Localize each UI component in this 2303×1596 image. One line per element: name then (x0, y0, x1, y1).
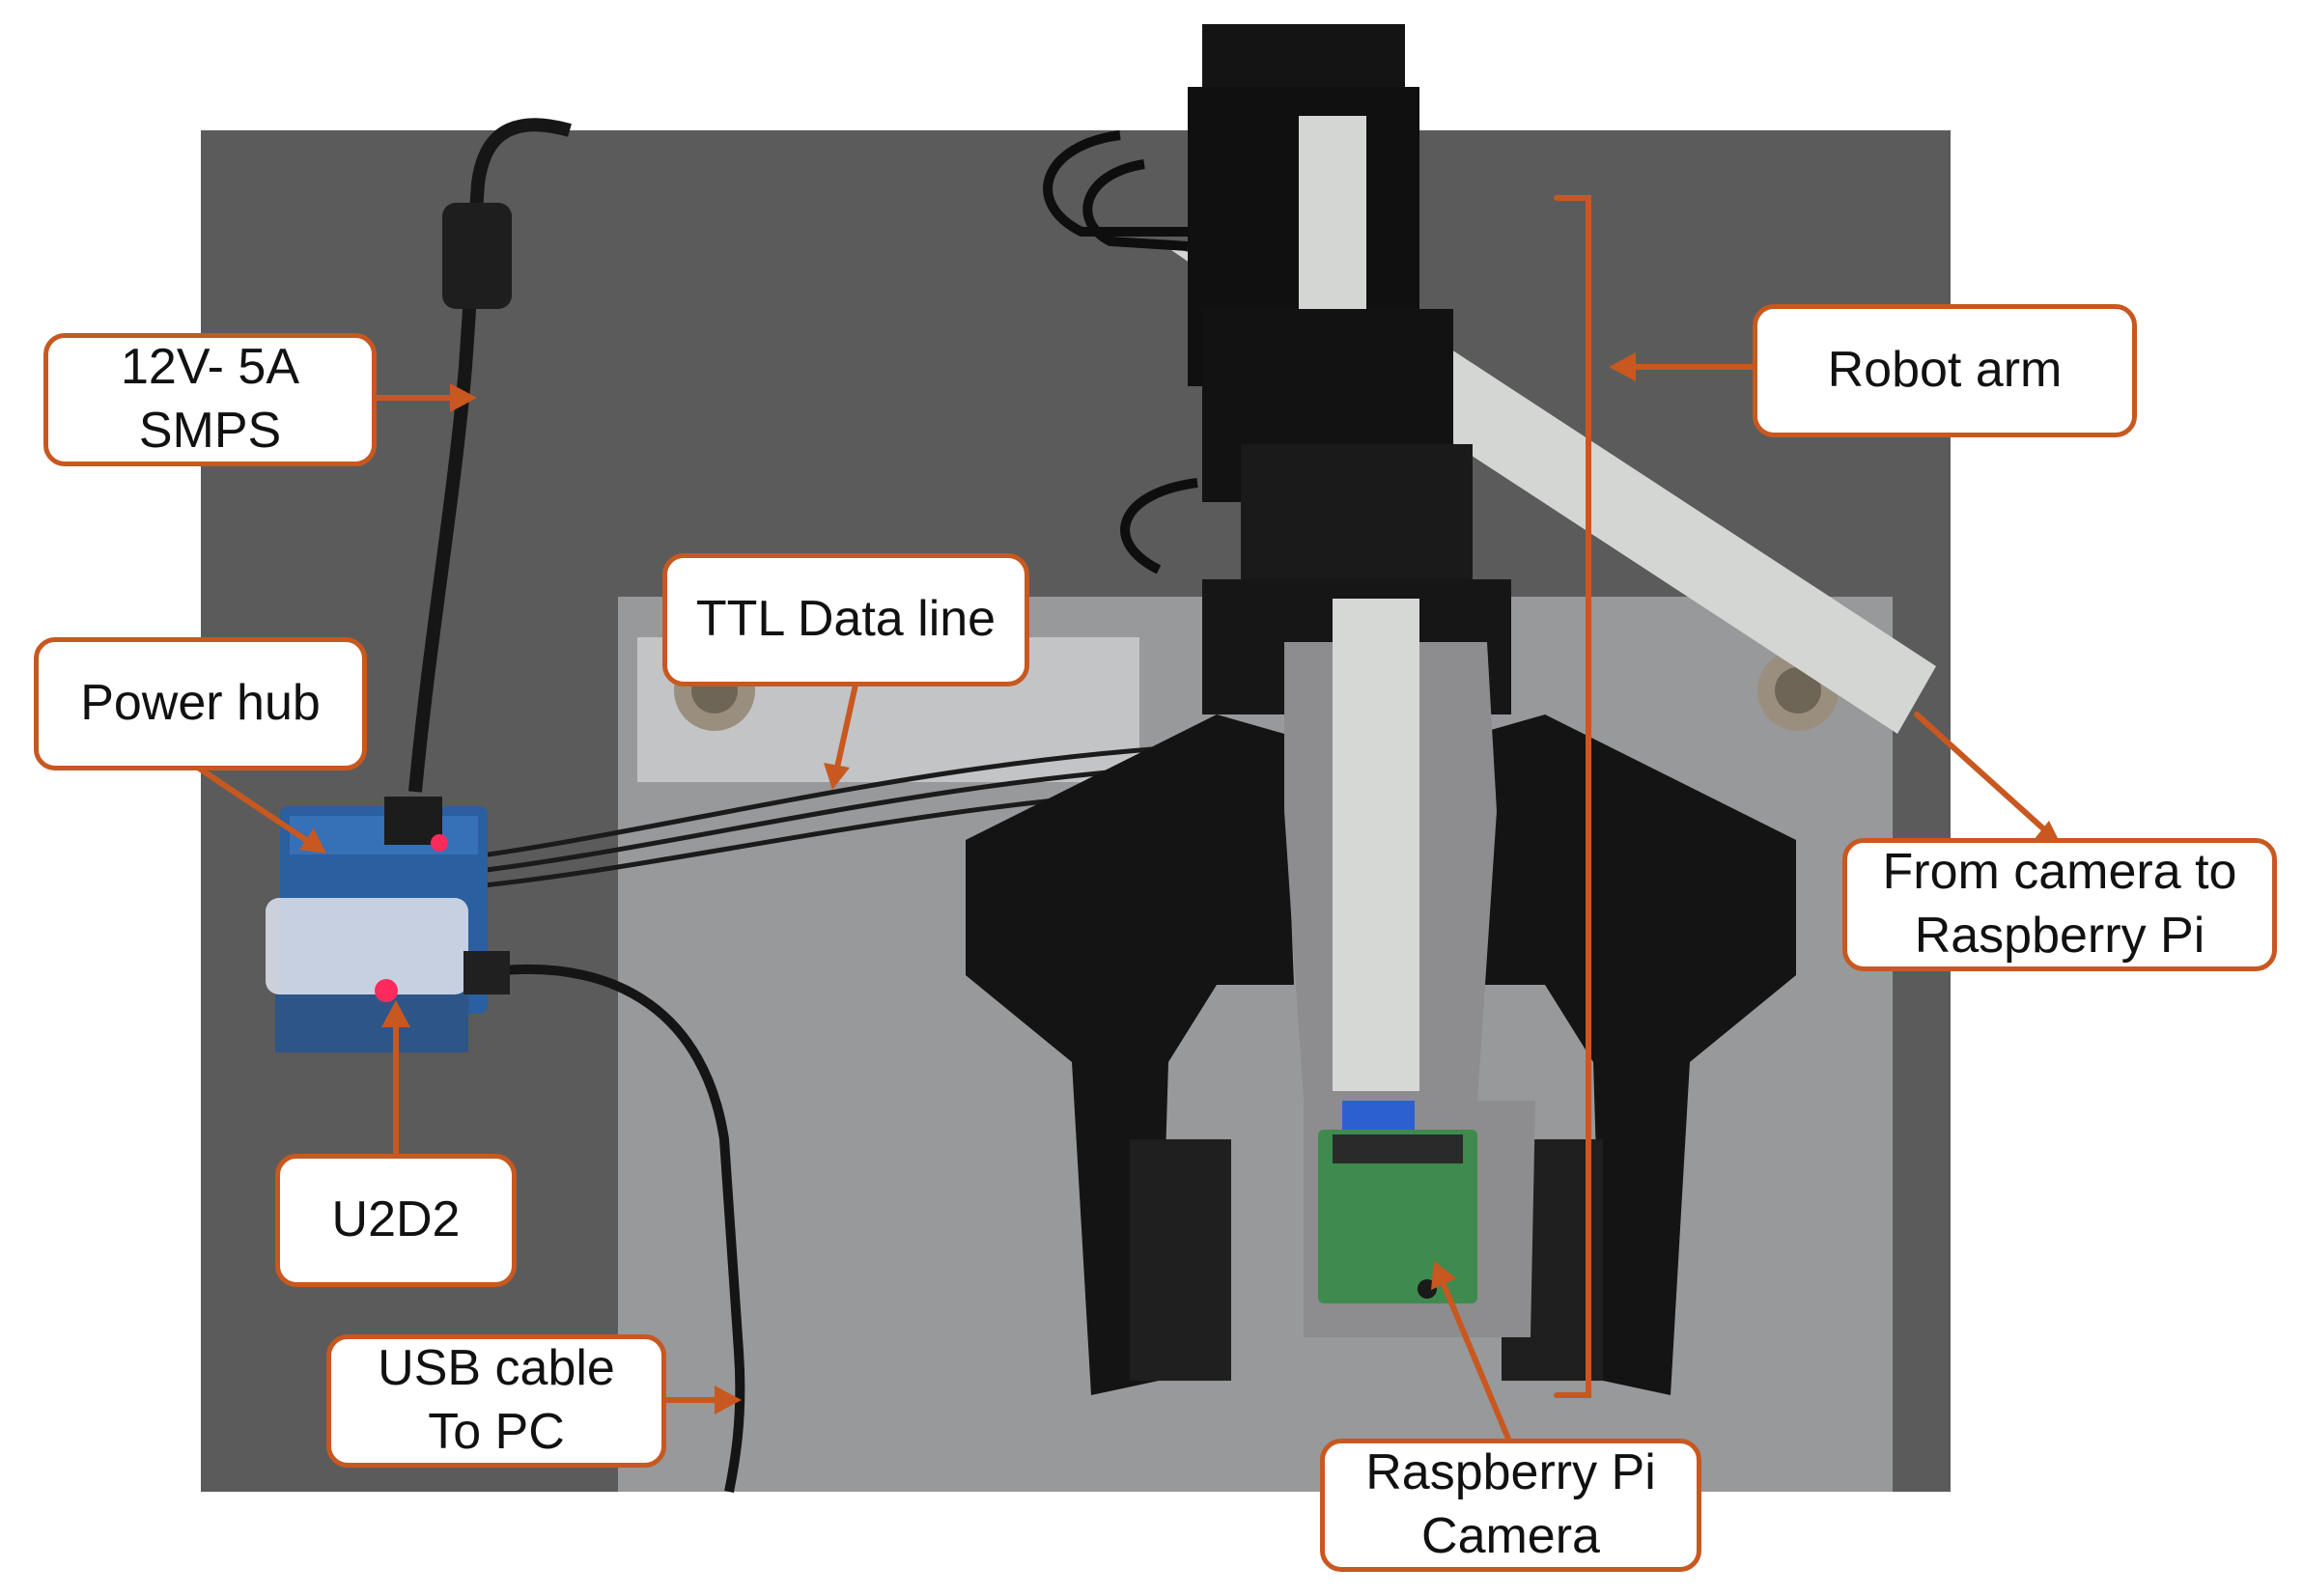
callout-camera-to-pi: From camera to Raspberry Pi (1842, 838, 2277, 971)
callout-ttl-data-line: TTL Data line (662, 553, 1029, 686)
status-led (375, 979, 398, 1002)
usb-cable (501, 964, 745, 1493)
dc-jack (384, 797, 442, 845)
usb-plug (463, 951, 510, 994)
gripper-left (966, 714, 1294, 1395)
ferrite-bead (442, 203, 512, 309)
callout-camera-to-pi-line1: From camera to (1882, 844, 2237, 901)
callout-usb-line1: USB cable (378, 1340, 615, 1397)
callout-ttl-text: TTL Data line (695, 591, 997, 648)
callout-camera-line1: Raspberry Pi (1365, 1444, 1656, 1501)
callout-u2d2-text: U2D2 (331, 1191, 461, 1248)
gripper-right (1468, 714, 1796, 1395)
callout-usb-cable: USB cable To PC (326, 1334, 666, 1468)
callout-smps: 12V- 5A SMPS (43, 333, 377, 466)
foam-pad-left (1130, 1139, 1231, 1381)
ttl-data-line (453, 741, 1256, 862)
camera-lens (1418, 1279, 1437, 1299)
callout-robot-arm: Robot arm (1753, 304, 2137, 437)
callout-camera: Raspberry Pi Camera (1320, 1439, 1701, 1572)
callout-camera-line2: Camera (1421, 1508, 1600, 1564)
callout-smps-line2: SMPS (138, 403, 282, 459)
callout-smps-line1: 12V- 5A (120, 339, 300, 396)
u2d2-module (266, 898, 468, 994)
callout-usb-line2: To PC (428, 1404, 565, 1460)
camera-pcb (1318, 1130, 1477, 1303)
ribbon-cable-arm (1299, 116, 1366, 309)
callout-power-hub-text: Power hub (80, 675, 321, 732)
callout-robot-arm-text: Robot arm (1827, 342, 2063, 399)
smps-cable (408, 118, 572, 793)
callout-power-hub: Power hub (34, 637, 367, 770)
callout-camera-to-pi-line2: Raspberry Pi (1914, 908, 2205, 964)
callout-u2d2: U2D2 (275, 1154, 517, 1287)
